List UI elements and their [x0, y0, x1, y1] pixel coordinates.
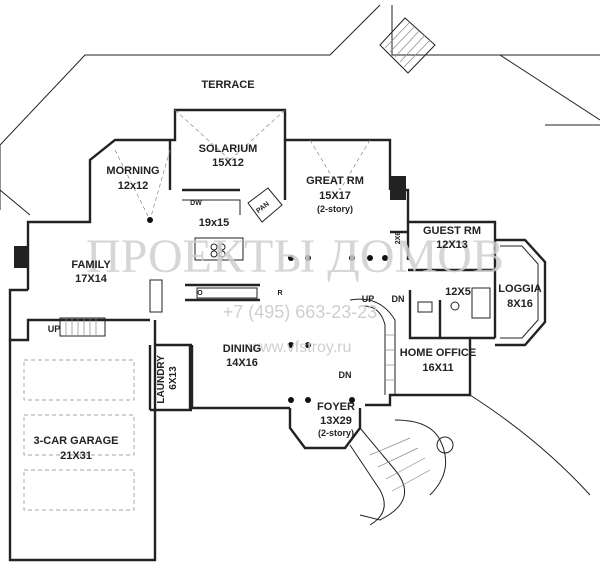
family-stair-up-label: UP [48, 324, 61, 334]
great-room-note: (2-story) [317, 204, 353, 214]
bath-size: 12X5 [445, 286, 471, 298]
loggia-bay [495, 238, 547, 347]
home-office-name: HOME OFFICE [400, 347, 476, 359]
dining-name: DINING [223, 343, 262, 355]
solarium-size: 15X12 [212, 157, 244, 169]
family-stair [59, 317, 106, 337]
loggia-name: LOGGIA [498, 283, 541, 295]
closet-label: 2X6 [395, 232, 402, 245]
family-size: 17X14 [75, 273, 108, 285]
morning-name: MORNING [106, 165, 159, 177]
laundry-label: LAUNDRY 6X13 [156, 352, 179, 403]
home-office-size: 16X11 [422, 362, 453, 374]
foyer-note: (2-story) [318, 428, 354, 438]
pantry [247, 187, 283, 223]
watermark-brand: ПРОЕКТЫ ДОМОВ [86, 230, 504, 283]
terrace-label: TERRACE [201, 79, 254, 91]
loggia-size: 8X16 [507, 298, 533, 310]
dining-size: 14X16 [226, 357, 258, 369]
dishwasher-label: DW [190, 200, 202, 207]
watermark-phone: +7 (495) 663-23-23 [223, 302, 378, 322]
laundry-name: LAUNDRY [156, 355, 167, 404]
guest-room-size: 12X13 [436, 239, 468, 251]
entry-stair [349, 419, 454, 526]
walkway-curve [469, 394, 591, 496]
pantry-label: PAN [255, 201, 271, 215]
great-room-name: GREAT RM [306, 175, 364, 187]
laundry-size: 6X13 [168, 366, 179, 390]
foyer-stair [349, 298, 396, 395]
foyer-stair-up-label: UP [362, 294, 375, 304]
foyer-stair-down-label: DN [392, 294, 405, 304]
guest-room-name: GUEST RM [423, 225, 481, 237]
foyer-size: 13X29 [320, 415, 352, 427]
garage-name: 3-CAR GARAGE [34, 435, 119, 447]
foyer-name: FOYER [317, 401, 355, 413]
garage-bays [23, 359, 135, 511]
columns [147, 217, 388, 403]
foyer-bay [288, 408, 362, 450]
main-walls [8, 108, 497, 562]
family-fireplace [14, 246, 28, 268]
family-name: FAMILY [71, 259, 111, 271]
solarium-details [114, 109, 371, 221]
office-down-label: DN [339, 370, 352, 380]
great-room-fireplace [390, 176, 406, 200]
refrigerator-label: R [277, 290, 282, 297]
kitchen-size: 19x15 [199, 217, 230, 229]
watermark-site: www.vfstroy.ru [248, 339, 352, 356]
garage-size: 21X31 [60, 450, 92, 462]
kitchen-details [149, 199, 258, 313]
solarium-name: SOLARIUM [199, 143, 258, 155]
terrace-outline [0, 4, 600, 216]
bath-fixtures [417, 287, 491, 319]
morning-size: 12x12 [118, 180, 149, 192]
great-room-size: 15X17 [319, 190, 351, 202]
oven-label: O [197, 290, 203, 297]
upper-stair [379, 17, 436, 74]
